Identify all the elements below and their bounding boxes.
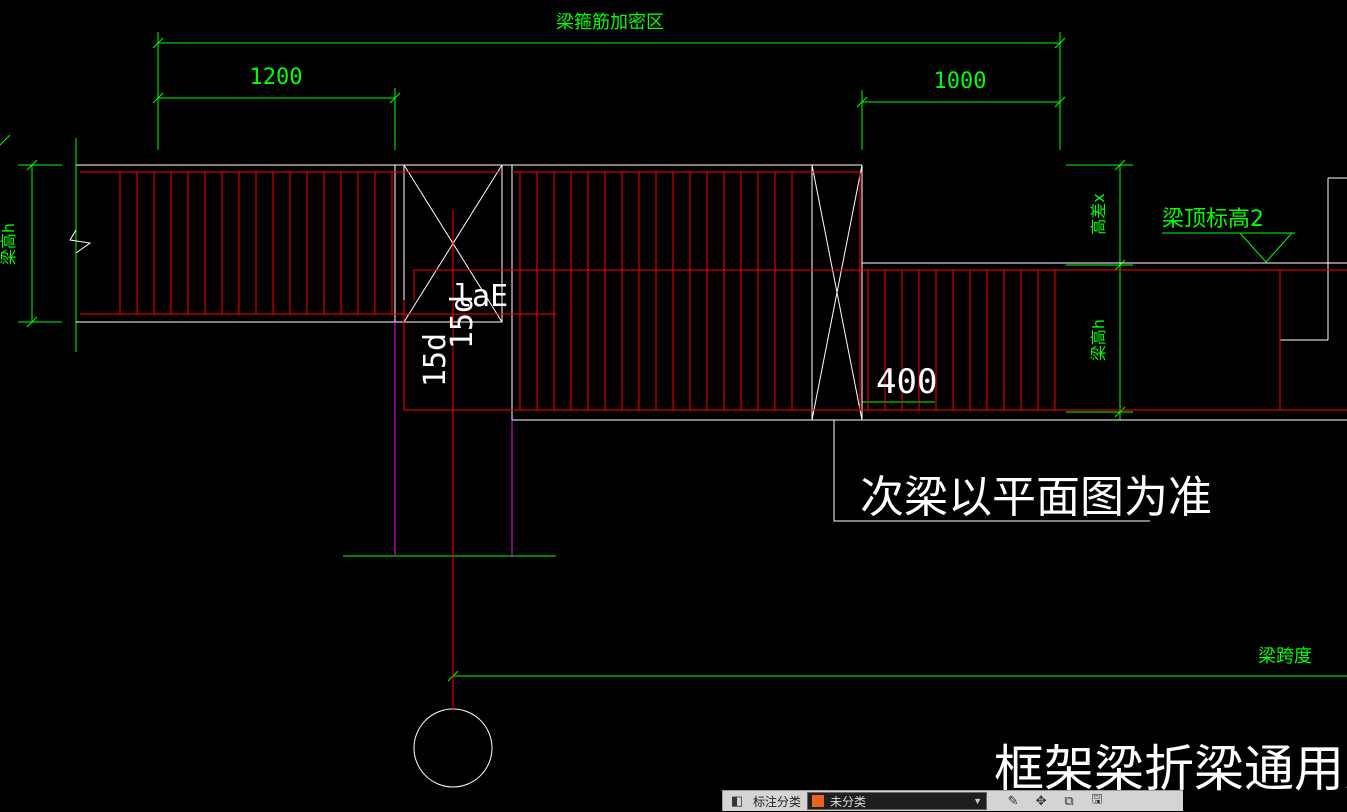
- edit-icon[interactable]: ✎: [1007, 793, 1019, 808]
- move-icon[interactable]: ✥: [1035, 793, 1047, 808]
- column-lines: [394, 322, 513, 556]
- bend-length-b: 15d: [445, 295, 480, 349]
- dimension-lines: [0, 32, 1347, 682]
- layer-icon[interactable]: ◧: [730, 793, 744, 808]
- height-diff-label: 高差x: [1089, 193, 1108, 234]
- drawing-title: 框架梁折梁通用大样: [994, 740, 1347, 798]
- chevron-down-icon: ▼: [973, 796, 983, 806]
- dim-1000: 1000: [934, 69, 987, 94]
- span-label: 梁跨度: [1258, 646, 1312, 667]
- annotation-toolbar: ◧ 标注分类 未分类 ▼ ✎ ✥ ⧉ 🖫: [722, 790, 1183, 811]
- rebar-group: [80, 171, 1347, 710]
- densification-zone-label: 梁箍筋加密区: [556, 12, 664, 33]
- copy-icon[interactable]: ⧉: [1064, 793, 1074, 808]
- drawing-texts: 梁箍筋加密区 1200 1000 梁高h 高差x 梁高h 梁顶标高2 梁跨度 l…: [0, 12, 1347, 798]
- category-value: 未分类: [830, 794, 867, 809]
- dim-1200: 1200: [250, 65, 303, 90]
- category-label: 标注分类: [753, 794, 802, 809]
- beam-top-elevation: 梁顶标高2: [1162, 207, 1264, 232]
- tool-icons: ✎ ✥ ⧉ 🖫: [999, 791, 1111, 811]
- save-icon[interactable]: 🖫: [1091, 791, 1103, 806]
- secondary-beam-note: 次梁以平面图为准: [860, 472, 1212, 523]
- extension-400: 400: [876, 362, 937, 402]
- category-swatch: [812, 795, 825, 807]
- left-beam-height: 梁高h: [0, 223, 18, 265]
- right-beam-height: 梁高h: [1089, 319, 1108, 361]
- category-select[interactable]: 未分类 ▼: [807, 792, 988, 810]
- anchorage-label: laE: [454, 279, 508, 314]
- bend-length-a: 15d: [418, 333, 453, 387]
